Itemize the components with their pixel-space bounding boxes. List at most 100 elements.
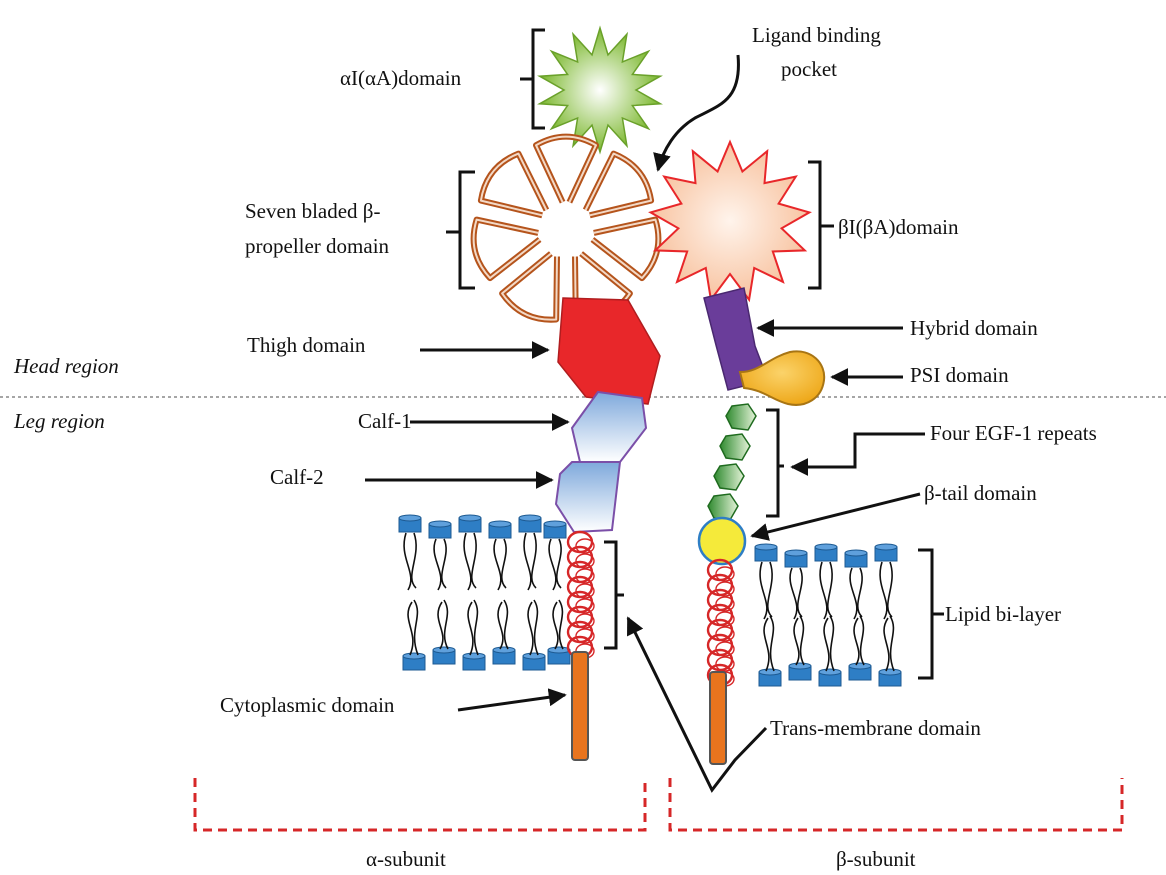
lipid-head-bottom: [523, 653, 545, 670]
lipid-tail: [438, 602, 443, 649]
lipid-bilayer-left: [399, 515, 570, 670]
propeller-bracket: [446, 172, 475, 288]
lipid-tail: [798, 568, 802, 617]
lipid-tail: [498, 602, 503, 649]
beta-tail-shape: [699, 518, 745, 564]
ai-domain-label: αI(αA)domain: [340, 66, 462, 90]
lipid-tail: [559, 600, 563, 649]
bi-domain-label: βI(βA)domain: [838, 215, 959, 239]
egf-repeat: [726, 404, 756, 430]
transmembrane-label: Trans-membrane domain: [770, 716, 981, 740]
propeller-blade: [481, 154, 547, 216]
alpha-subunit-bracket: [195, 778, 645, 830]
ai-star: [540, 28, 661, 152]
lipid-tail: [888, 562, 892, 617]
lipid-tail: [890, 616, 894, 671]
lipid-tail: [528, 602, 533, 655]
propeller-blade: [536, 137, 596, 203]
lipid-label: Lipid bi-layer: [945, 602, 1061, 626]
lipid-tail: [824, 618, 829, 671]
lipid-tail: [553, 602, 558, 649]
lipid-tail: [408, 602, 413, 655]
lipid-head-bottom: [759, 669, 781, 686]
lipid-head-bottom: [463, 653, 485, 670]
lipid-head-bottom: [879, 669, 901, 686]
calf2-label: Calf-2: [270, 465, 324, 489]
lipid-tail: [532, 533, 536, 588]
transmembrane-bracket-alpha: [604, 542, 624, 648]
alpha-subunit-label: α-subunit: [366, 847, 446, 871]
thigh-label: Thigh domain: [247, 333, 366, 357]
lipid-head-bottom: [493, 647, 515, 664]
head-region-label: Head region: [13, 354, 119, 378]
lipid-tail: [880, 562, 887, 619]
beta-cytoplasmic-tail: [710, 672, 726, 764]
beta-tail-label: β-tail domain: [924, 481, 1037, 505]
lipid-tail: [794, 618, 799, 665]
lipid-head-top: [544, 521, 566, 538]
lipid-tail: [472, 533, 476, 588]
lipid-head-bottom: [849, 663, 871, 680]
lipid-head-top: [459, 515, 481, 532]
thigh-domain-shape: [558, 298, 660, 404]
lipid-tail: [504, 600, 508, 649]
lipid-tail: [830, 616, 834, 671]
propeller-label-1: Seven bladed β-: [245, 199, 380, 223]
lipid-tail: [800, 616, 804, 665]
lipid-head-top: [875, 544, 897, 561]
bi-star: [651, 142, 810, 300]
lipid-tail: [770, 616, 774, 671]
lipid-head-bottom: [819, 669, 841, 686]
bi-domain-bracket: [808, 162, 834, 288]
lipid-tail: [444, 600, 448, 649]
leg-region-label: Leg region: [13, 409, 105, 433]
lipid-tail: [534, 600, 538, 655]
ligand-pocket-label-1: Ligand binding: [752, 23, 881, 47]
lipid-tail: [850, 568, 857, 619]
lipid-head-bottom: [548, 647, 570, 664]
lipid-tail: [884, 618, 889, 671]
lipid-tail: [854, 618, 859, 665]
hybrid-label: Hybrid domain: [910, 316, 1038, 340]
beta-subunit-bracket: [670, 778, 1122, 830]
lipid-tail: [464, 533, 471, 590]
calf2-shape: [556, 462, 620, 532]
egf-repeat: [708, 494, 738, 520]
egf-repeat: [714, 464, 744, 490]
lipid-head-bottom: [403, 653, 425, 670]
transmembrane-arrow: [628, 618, 766, 790]
egf-arrow: [792, 434, 925, 467]
cytoplasmic-arrow: [458, 695, 565, 710]
propeller-blade: [586, 154, 652, 216]
egf-bracket: [766, 410, 784, 516]
lipid-bilayer-right: [755, 544, 901, 686]
lipid-tail: [412, 533, 416, 588]
lipid-tail: [524, 533, 531, 590]
lipid-tail: [494, 539, 501, 590]
calf1-label: Calf-1: [358, 409, 412, 433]
lipid-tail: [474, 600, 478, 655]
cytoplasmic-label: Cytoplasmic domain: [220, 693, 395, 717]
lipid-tail: [557, 539, 561, 588]
egf-repeats-shape: [708, 404, 756, 520]
lipid-tail: [760, 562, 767, 619]
lipid-head-bottom: [433, 647, 455, 664]
lipid-head-top: [519, 515, 541, 532]
lipid-head-top: [429, 521, 451, 538]
lipid-tail: [768, 562, 772, 617]
lipid-head-top: [845, 550, 867, 567]
lipid-tail: [549, 539, 556, 590]
lipid-head-bottom: [789, 663, 811, 680]
lipid-head-top: [755, 544, 777, 561]
lipid-tail: [404, 533, 411, 590]
beta-subunit-label: β-subunit: [836, 847, 916, 871]
alpha-cytoplasmic-tail: [572, 652, 588, 760]
lipid-tail: [502, 539, 506, 588]
ai-domain-bracket: [520, 30, 545, 128]
lipid-head-top: [815, 544, 837, 561]
lipid-tail: [858, 568, 862, 617]
lipid-tail: [414, 600, 418, 655]
lipid-tail: [860, 616, 864, 665]
lipid-head-top: [489, 521, 511, 538]
